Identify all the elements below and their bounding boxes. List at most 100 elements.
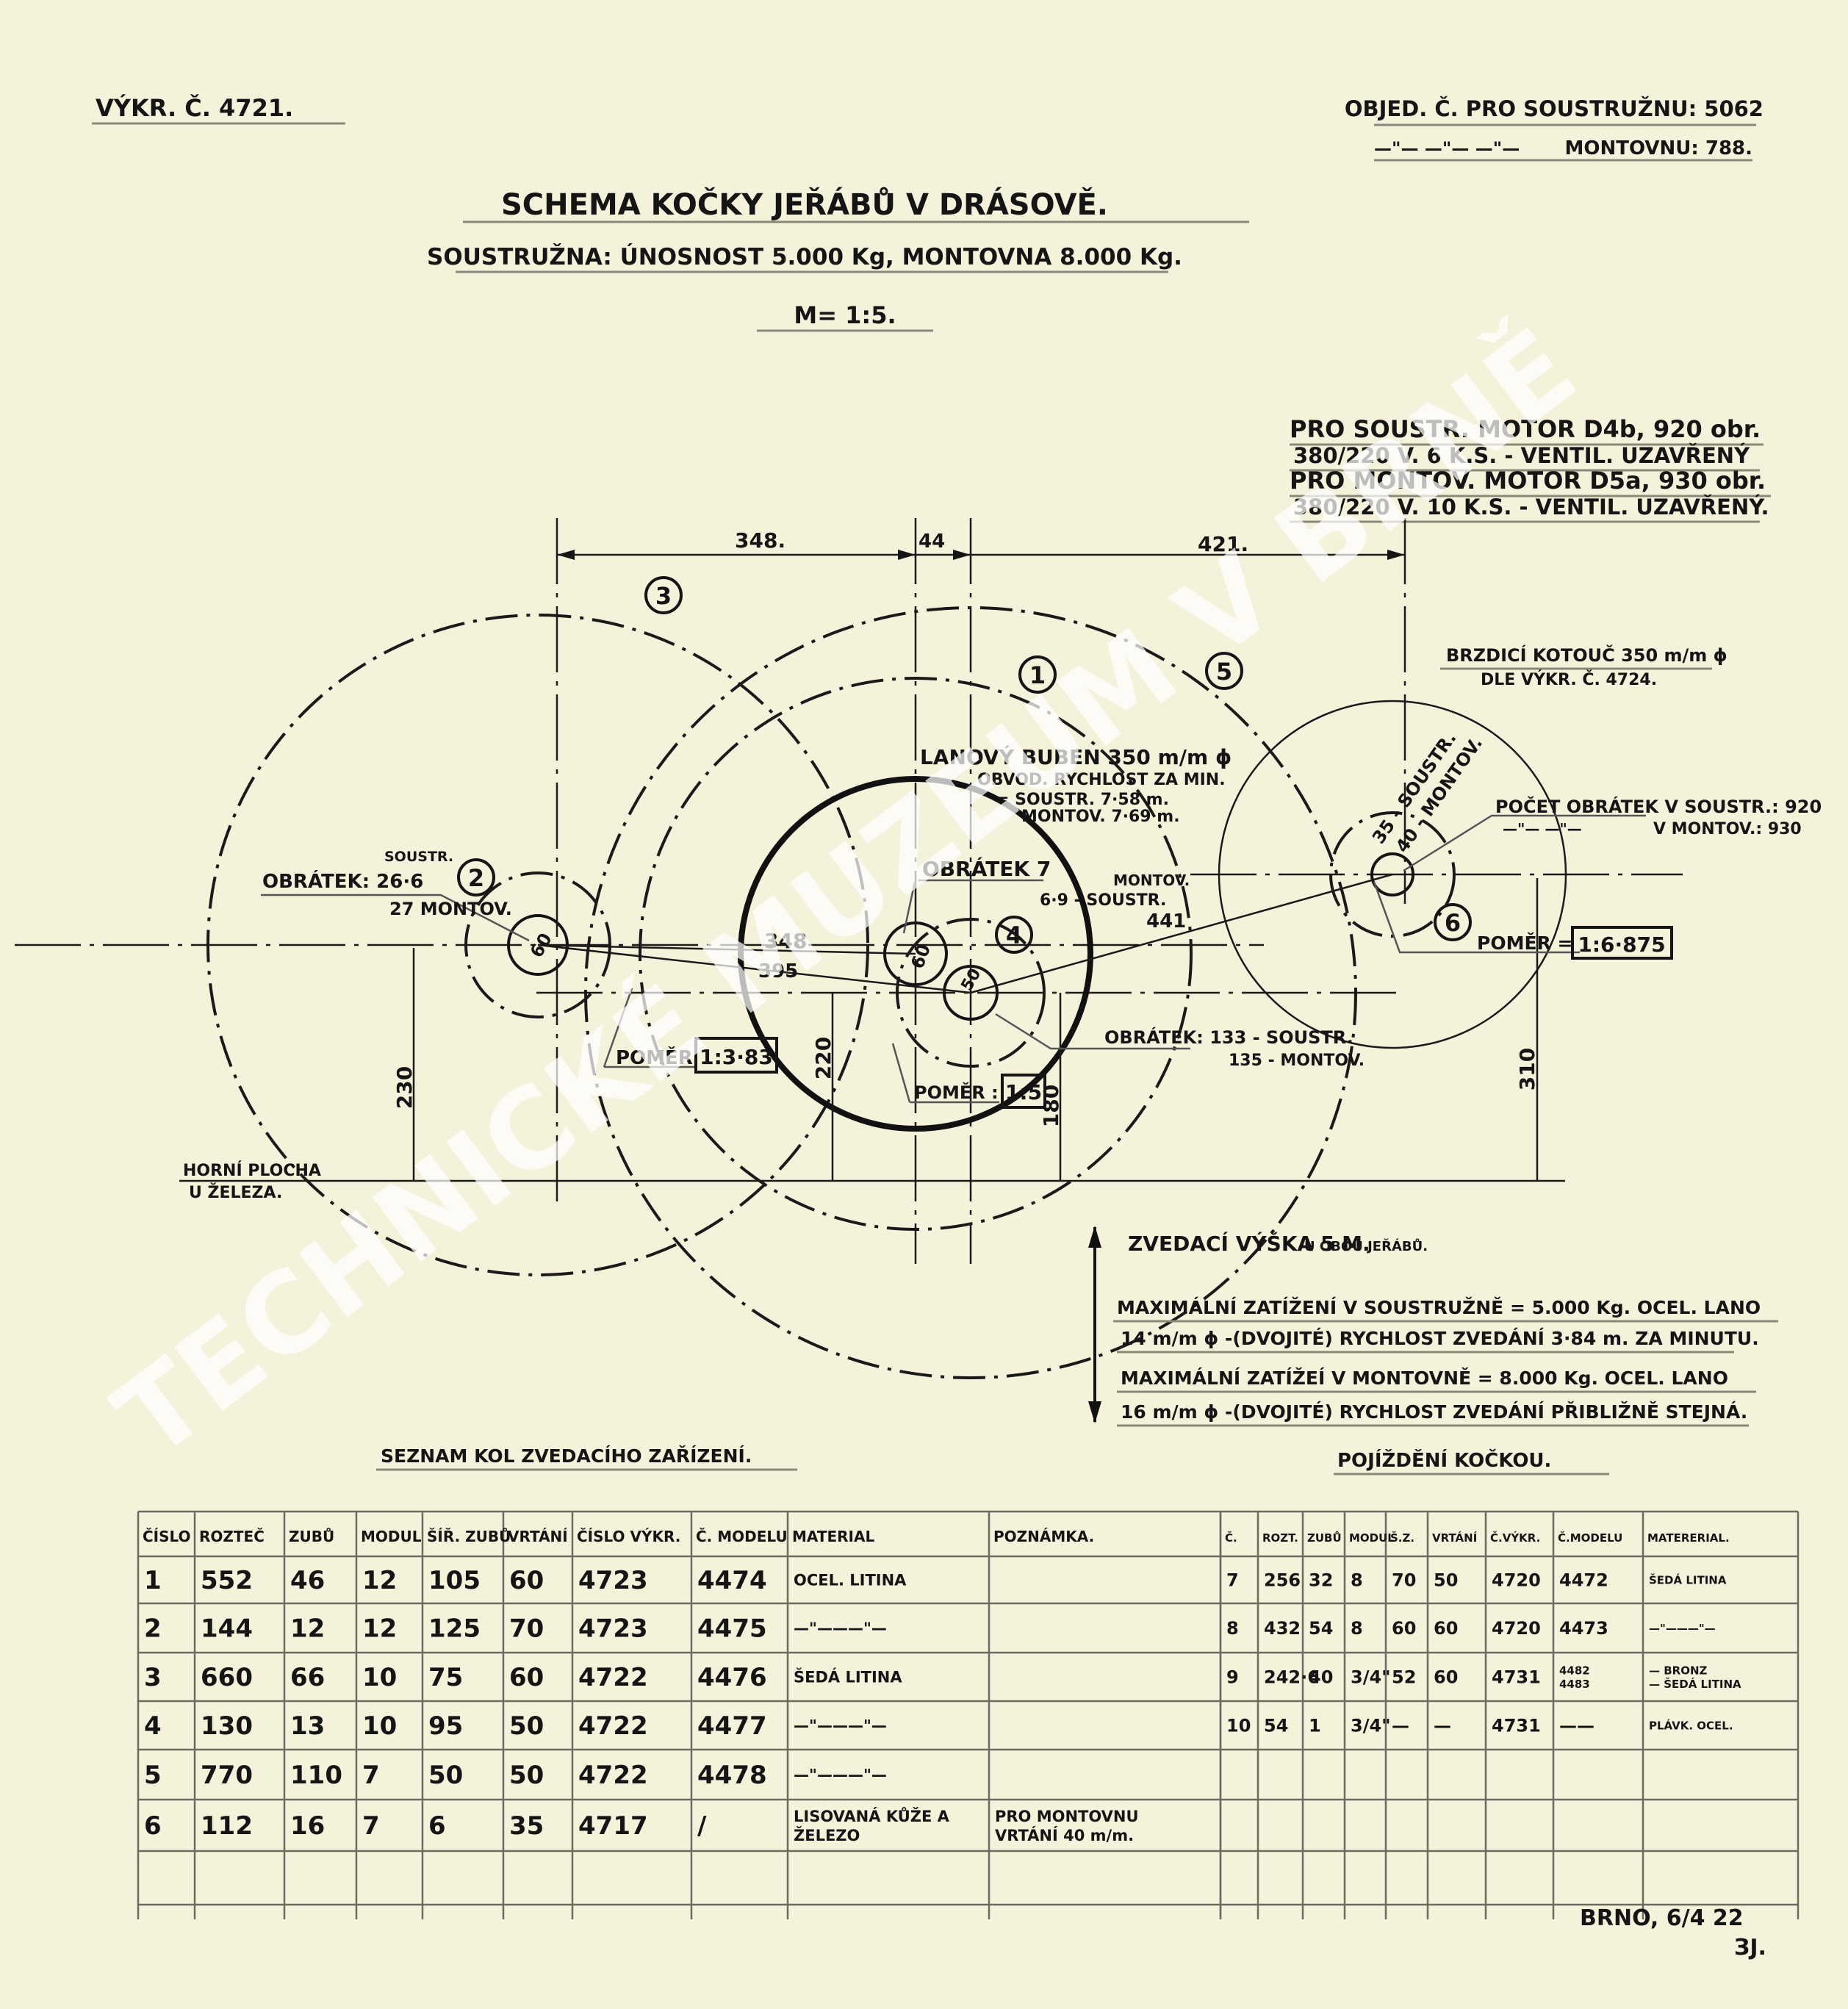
place-and-date: BRNO, 6/4 22 bbox=[1580, 1905, 1744, 1931]
gear-4-revolutions: OBRÁTEK: 133 - SOUSTR. bbox=[1104, 1027, 1353, 1048]
column-header: ČÍSLO bbox=[143, 1528, 191, 1545]
table-cell: 4731 bbox=[1492, 1667, 1541, 1687]
column-header: POZNÁMKA. bbox=[993, 1528, 1094, 1545]
column-header: VRTÁNÍ bbox=[1432, 1531, 1478, 1545]
table-cell: 3/4" bbox=[1351, 1715, 1391, 1736]
leader-line bbox=[1403, 814, 1646, 872]
drum-revolutions-assembly: MONTOV. bbox=[1113, 871, 1190, 889]
order-number-assembly: MONTOVNU: 788. bbox=[1565, 137, 1752, 159]
table-cell: 4722 bbox=[578, 1761, 648, 1790]
gear-6-pitch-circle bbox=[1329, 811, 1456, 938]
dim-44: 44 bbox=[918, 531, 945, 553]
table-cell: 60 bbox=[1434, 1618, 1458, 1639]
lift-height-note: U OBOU JEŘÁBŮ. bbox=[1304, 1237, 1428, 1254]
leader-line bbox=[1373, 881, 1580, 954]
order-number-lathe: OBJED. Č. PRO SOUSTRUŽNU: 5062 bbox=[1345, 96, 1763, 121]
table-cell: 125 bbox=[428, 1614, 481, 1643]
gear-2-revolutions-lathe: SOUSTR. bbox=[384, 849, 453, 865]
column-header: MATERERIAL. bbox=[1647, 1531, 1730, 1545]
rope-drum bbox=[738, 776, 1093, 1132]
table-cell: 16 bbox=[290, 1811, 325, 1841]
motor-revolutions-ditto: —"— —"— bbox=[1503, 820, 1582, 838]
column-header: Č.VÝKR. bbox=[1490, 1531, 1540, 1545]
table-cell: 50 bbox=[509, 1711, 544, 1741]
ratio-6: 1:6·875 bbox=[1578, 932, 1665, 957]
center-distance-441 bbox=[970, 873, 1393, 994]
table-cell: 4717 bbox=[578, 1811, 648, 1841]
table-cell: 35 bbox=[509, 1811, 544, 1841]
table-cell: 4723 bbox=[578, 1614, 648, 1643]
table-cell: 256 bbox=[1264, 1570, 1301, 1590]
ratio-1-4-label: POMĚR : bbox=[914, 1082, 999, 1103]
gear-marker-6: 6 bbox=[1434, 903, 1472, 941]
annotations: LANOVÝ BUBEN 350 m/m ϕ OBVOD. RYCHLOST Z… bbox=[183, 644, 1822, 1202]
table-cell: 32 bbox=[1309, 1570, 1333, 1590]
table-cell: 4473 bbox=[1559, 1618, 1608, 1639]
table-cell: 4477 bbox=[697, 1711, 767, 1741]
table-cell: 50 bbox=[428, 1761, 463, 1790]
gear-markers: 1 2 3 4 5 6 bbox=[457, 576, 1472, 954]
table-cell: 8 bbox=[1351, 1618, 1363, 1639]
table-cell: 4476 bbox=[697, 1663, 767, 1692]
column-header: Č. bbox=[1225, 1531, 1237, 1545]
table-cell: 10 bbox=[362, 1711, 397, 1741]
column-header: VRTÁNÍ bbox=[508, 1528, 568, 1545]
lifting-info: ZVEDACÍ VÝŠKA 5 M. U OBOU JEŘÁBŮ. MAXIMÁ… bbox=[1088, 1226, 1778, 1427]
table-cell: 13 bbox=[290, 1711, 325, 1741]
center-distance-395 bbox=[537, 944, 971, 994]
ratio-6-label: POMĚR = bbox=[1477, 932, 1572, 954]
table-cell: 50 bbox=[1434, 1570, 1458, 1590]
gear-1-pitch-circle bbox=[639, 677, 1193, 1231]
table-cell: 12 bbox=[362, 1614, 397, 1643]
lift-height: ZVEDACÍ VÝŠKA 5 M. bbox=[1128, 1231, 1370, 1256]
column-header: ZUBŮ bbox=[289, 1528, 334, 1545]
table-cell: 110 bbox=[290, 1761, 342, 1790]
gear-marker-1: 1 bbox=[1018, 655, 1057, 694]
table-cell: 60 bbox=[509, 1663, 544, 1692]
leader-line bbox=[902, 879, 1043, 934]
table-cell: 95 bbox=[428, 1711, 463, 1741]
table-cell: —"———"— bbox=[794, 1766, 887, 1783]
table-cell: PLÁVK. OCEL. bbox=[1649, 1718, 1733, 1732]
drum-label: LANOVÝ BUBEN 350 m/m ϕ bbox=[920, 744, 1232, 769]
table-cell: 4472 bbox=[1559, 1570, 1608, 1590]
dim-348-center: 348 bbox=[764, 929, 807, 953]
dim-220: 220 bbox=[811, 1037, 835, 1079]
max-load-lathe-rope: 14 m/m ϕ -(DVOJITÉ) RYCHLOST ZVEDÁNÍ 3·8… bbox=[1121, 1328, 1759, 1349]
table-cell: 432 bbox=[1264, 1618, 1301, 1639]
table-cell: 3/4" bbox=[1351, 1667, 1391, 1687]
gear-4-bore bbox=[943, 965, 999, 1021]
table-cell: 40 bbox=[1309, 1667, 1333, 1687]
signature: ЗJ. bbox=[1734, 1935, 1766, 1961]
table-cell: 60 bbox=[1392, 1618, 1416, 1639]
leader-line bbox=[995, 1013, 1190, 1050]
table-cell: 112 bbox=[201, 1811, 253, 1841]
column-header: MODUL bbox=[361, 1528, 422, 1545]
table-cell: 7 bbox=[362, 1761, 380, 1790]
gear-4-pitch-circle bbox=[896, 918, 1046, 1068]
table-cell: 54 bbox=[1309, 1618, 1333, 1639]
center-distance-348 bbox=[537, 944, 916, 955]
order-ditto: —"— —"— —"— bbox=[1374, 138, 1520, 159]
leader-line bbox=[891, 1043, 999, 1104]
gear-marker-5: 5 bbox=[1205, 652, 1243, 690]
table-cell: 4722 bbox=[578, 1663, 648, 1692]
brake-disc-label: BRZDICÍ KOTOUČ 350 m/m ϕ bbox=[1446, 644, 1727, 666]
table-cell: 4 bbox=[144, 1711, 162, 1741]
leader-line bbox=[261, 894, 530, 942]
table-cell: 6 bbox=[144, 1811, 162, 1841]
dim-421: 421. bbox=[1198, 532, 1248, 556]
dim-441: 441 bbox=[1146, 910, 1186, 932]
drawing-number: VÝKR. Č. 4721. bbox=[96, 93, 293, 122]
table-cell: 4722 bbox=[578, 1711, 648, 1741]
